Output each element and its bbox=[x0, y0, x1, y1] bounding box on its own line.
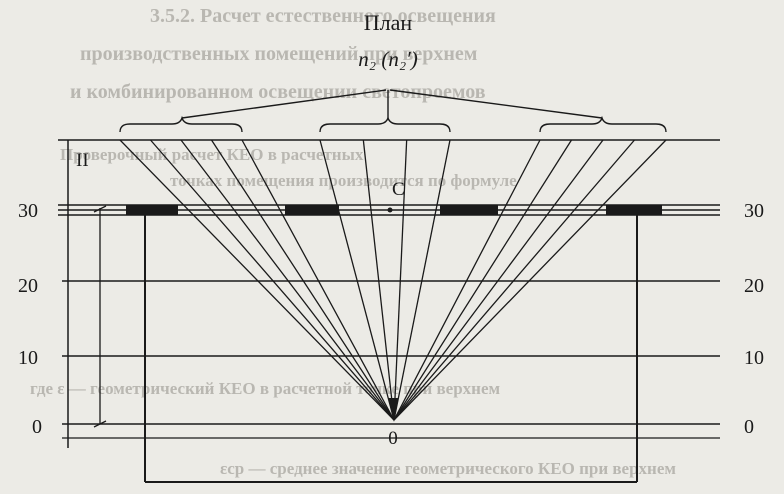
scale-left: 30 20 10 0 bbox=[18, 200, 42, 438]
background-text: 3.5.2. Расчет естественного освещения пр… bbox=[30, 5, 676, 478]
scale-left-20: 20 bbox=[18, 275, 38, 297]
skylight-segment-2 bbox=[285, 205, 339, 215]
scale-right: 30 20 10 0 bbox=[744, 200, 764, 438]
scale-left-0: 0 bbox=[32, 416, 42, 438]
connector-left bbox=[181, 89, 387, 119]
dimension-tick-top bbox=[93, 205, 107, 213]
center-point-marker bbox=[387, 207, 393, 213]
brace-left bbox=[119, 115, 243, 133]
bg-heading-2: производственных помещений при верхнем bbox=[80, 43, 477, 65]
origin-label: 0 bbox=[388, 428, 398, 449]
plan-subtitle: n₂ (n₂′) bbox=[358, 47, 417, 71]
ray-line bbox=[393, 139, 541, 421]
center-point-label: C bbox=[392, 179, 405, 200]
scale-right-10: 10 bbox=[744, 347, 764, 369]
ray-line bbox=[362, 139, 395, 421]
scale-right-0: 0 bbox=[744, 416, 754, 438]
bg-heading-3: и комбинированном освещении светопроемов bbox=[70, 81, 486, 103]
brace-right bbox=[539, 115, 667, 133]
ray-line bbox=[393, 139, 667, 421]
scale-left-30: 30 bbox=[18, 200, 38, 222]
bg-line-1: Проверочный расчет КЕО в расчетных bbox=[60, 145, 364, 164]
scale-right-20: 20 bbox=[744, 275, 764, 297]
bg-line-4: εср — среднее значение геометрического К… bbox=[220, 459, 676, 478]
ray-line bbox=[319, 139, 395, 421]
brace-center bbox=[319, 115, 451, 133]
ray-line bbox=[150, 139, 395, 421]
ray-line bbox=[393, 139, 604, 421]
ray-line bbox=[393, 139, 408, 421]
scale-right-30: 30 bbox=[744, 200, 764, 222]
bg-line-2: точках помещения производится по формуле bbox=[170, 171, 517, 190]
scale-left-10: 10 bbox=[18, 347, 38, 369]
ray-line bbox=[241, 139, 395, 421]
region-label: II bbox=[76, 150, 89, 171]
plan-title: План bbox=[364, 10, 413, 35]
bg-heading-1: 3.5.2. Расчет естественного освещения bbox=[150, 5, 496, 27]
ray-line bbox=[119, 139, 395, 421]
ray-line bbox=[393, 139, 573, 421]
dimension-tick-bottom bbox=[93, 420, 107, 428]
ray-line bbox=[393, 139, 635, 421]
ray-line bbox=[180, 139, 395, 421]
ray-fan bbox=[119, 139, 667, 421]
plan-braces bbox=[119, 89, 667, 133]
ray-apex bbox=[388, 398, 398, 422]
ray-line bbox=[210, 139, 395, 421]
ray-line bbox=[393, 139, 451, 421]
connector-right bbox=[389, 89, 603, 119]
bg-line-3: где ε — геометрический КЕО в расчетной т… bbox=[30, 379, 501, 398]
skylight-openings bbox=[126, 205, 662, 215]
skylight-segment-4 bbox=[606, 205, 662, 215]
skylight-segment-3 bbox=[440, 205, 498, 215]
skylight-segment-1 bbox=[126, 205, 178, 215]
